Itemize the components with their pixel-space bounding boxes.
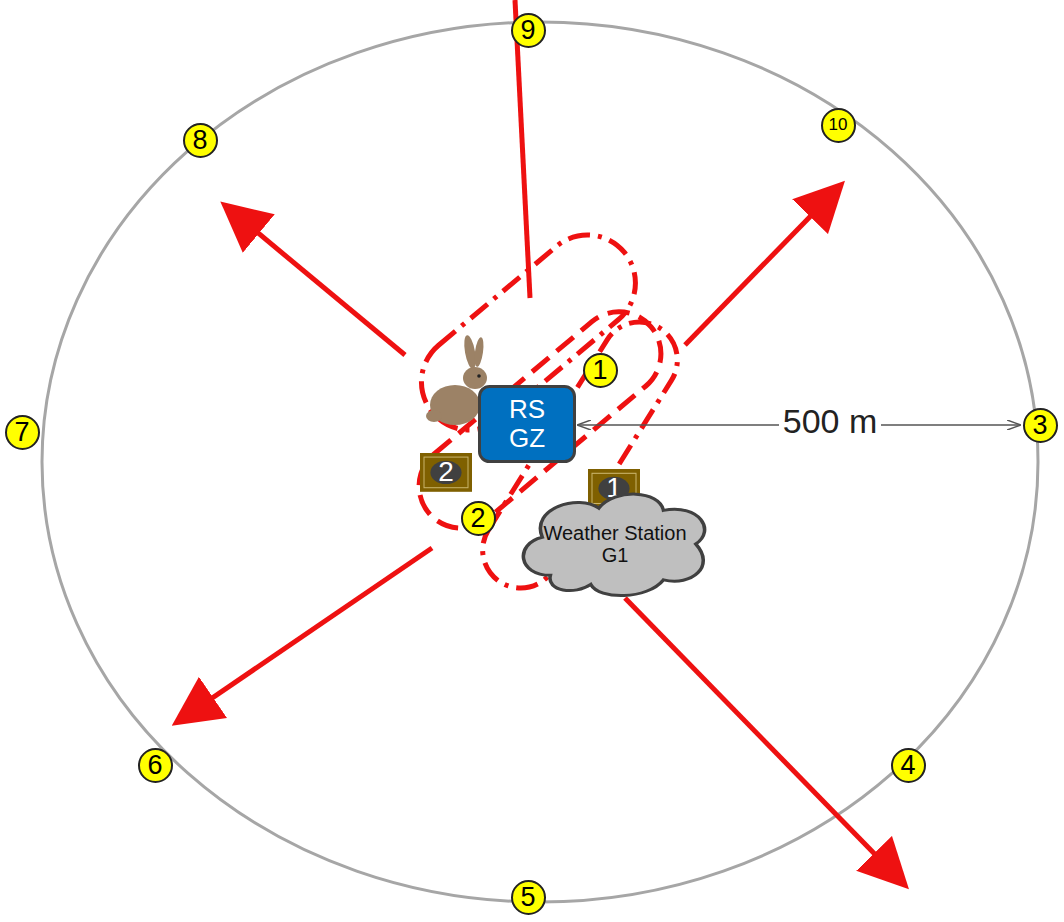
source-box: RS GZ (478, 385, 576, 463)
callout-number: 4 (891, 748, 926, 783)
callout-number: 3 (1023, 408, 1058, 443)
callout-number: 7 (5, 415, 40, 450)
rabbit-figure (426, 334, 487, 425)
callout-number: 1 (583, 353, 618, 388)
node-label: Weather Station G1 (540, 522, 690, 566)
boundary-circle (42, 22, 1038, 902)
plume-arrow (685, 188, 838, 345)
weather-station: Weather Station G1 (514, 488, 716, 600)
canister-box: 2 (420, 453, 472, 492)
callout-number: 9 (511, 13, 546, 48)
plume-arrow (625, 598, 902, 882)
plume-arrow (228, 208, 405, 355)
dimension-label: 500 m (779, 403, 882, 440)
callout-number: 2 (461, 501, 496, 536)
node-label: 2 (438, 457, 454, 488)
callout-number: 10 (821, 108, 856, 143)
callout-number: 8 (183, 123, 218, 158)
plume-arrow (180, 548, 432, 720)
callout-number: 5 (511, 880, 546, 915)
callout-number: 6 (138, 748, 173, 783)
node-label: RS GZ (502, 395, 552, 452)
